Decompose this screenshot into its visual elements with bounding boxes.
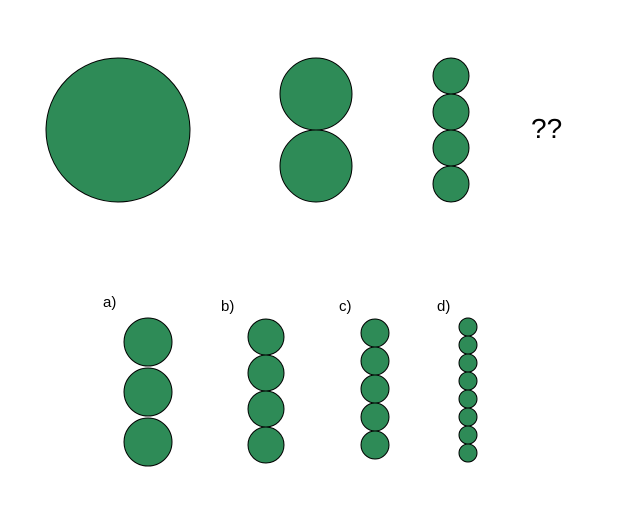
sequence-step-2	[279, 57, 353, 203]
sequence-3-circle	[432, 165, 470, 203]
sequence-3-circle	[432, 129, 470, 167]
option-c[interactable]: c)	[339, 298, 390, 460]
option-b-circle	[247, 426, 285, 464]
option-d-circle	[458, 425, 478, 445]
option-a-circle	[123, 317, 173, 367]
sequence-step-1	[45, 57, 191, 203]
sequence-1-circle	[45, 57, 191, 203]
option-b-label: b)	[221, 298, 234, 315]
option-d-circle	[458, 353, 478, 373]
option-c-circle	[360, 430, 390, 460]
option-b-circle	[247, 354, 285, 392]
option-d[interactable]: d)	[437, 298, 478, 463]
sequence-3-circle	[432, 93, 470, 131]
option-d-circle	[458, 317, 478, 337]
option-c-circle	[360, 346, 390, 376]
option-d-circle	[458, 389, 478, 409]
option-a-circle	[123, 367, 173, 417]
option-a-circle	[123, 417, 173, 467]
option-a-label: a)	[103, 294, 116, 311]
option-d-circle	[458, 407, 478, 427]
option-d-circle	[458, 371, 478, 391]
sequence-2-circle	[279, 129, 353, 203]
unknown-step-label: ??	[531, 113, 562, 144]
option-c-circle	[360, 318, 390, 348]
option-c-circle	[360, 374, 390, 404]
option-a[interactable]: a)	[103, 294, 173, 467]
sequence-2-circle	[279, 57, 353, 131]
option-d-label: d)	[437, 298, 450, 315]
option-c-label: c)	[339, 298, 352, 315]
sequence-step-3	[432, 57, 470, 203]
option-d-circle	[458, 335, 478, 355]
option-c-circle	[360, 402, 390, 432]
option-b-circle	[247, 318, 285, 356]
option-b-circle	[247, 390, 285, 428]
sequence-3-circle	[432, 57, 470, 95]
option-d-circle	[458, 443, 478, 463]
option-b[interactable]: b)	[221, 298, 285, 464]
